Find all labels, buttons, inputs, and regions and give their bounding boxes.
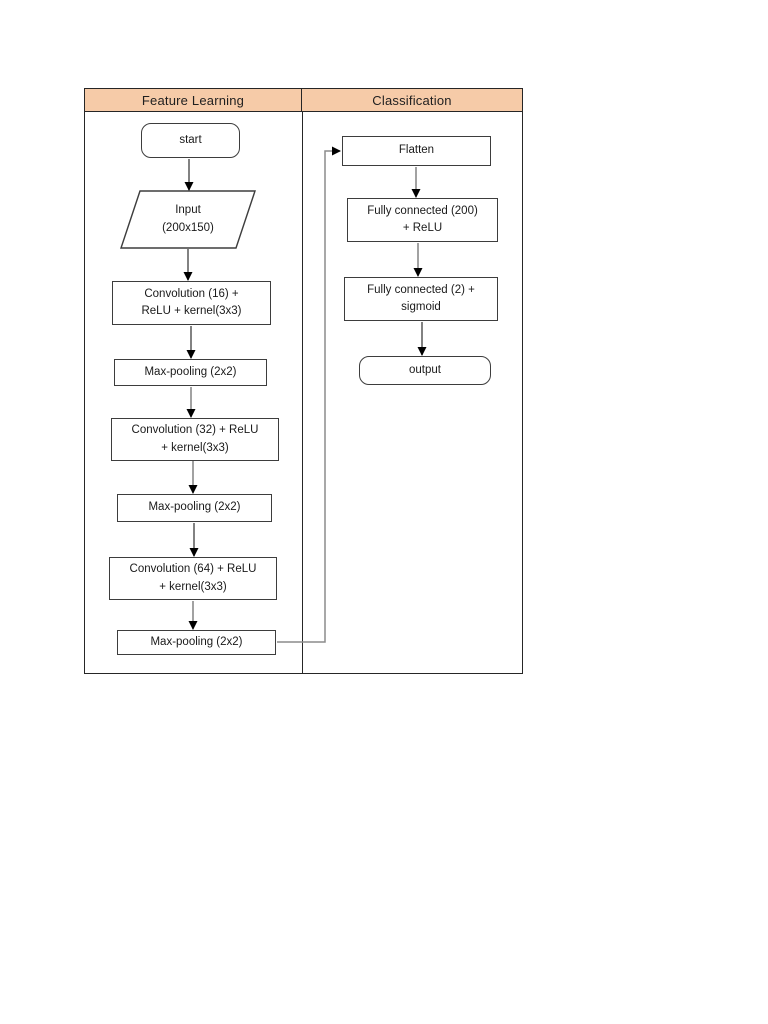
node-fully-connected-200: Fully connected (200) + ReLU <box>347 198 498 242</box>
node-start: start <box>141 123 240 158</box>
column-header-feature-learning: Feature Learning <box>85 89 302 111</box>
column-divider <box>302 88 303 674</box>
node-convolution-32: Convolution (32) + ReLU + kernel(3x3) <box>111 418 279 461</box>
node-input: Input (200x150) <box>162 204 214 234</box>
node-maxpool-1: Max-pooling (2x2) <box>114 359 267 386</box>
node-flatten: Flatten <box>342 136 491 166</box>
node-fully-connected-2: Fully connected (2) + sigmoid <box>344 277 498 321</box>
column-header-classification: Classification <box>372 92 452 108</box>
node-convolution-16: Convolution (16) + ReLU + kernel(3x3) <box>112 281 271 325</box>
node-maxpool-3: Max-pooling (2x2) <box>117 630 276 655</box>
node-convolution-64: Convolution (64) + ReLU + kernel(3x3) <box>109 557 277 600</box>
table-header-row: Feature Learning Classification <box>84 88 523 112</box>
node-maxpool-2: Max-pooling (2x2) <box>117 494 272 522</box>
node-output: output <box>359 356 491 385</box>
